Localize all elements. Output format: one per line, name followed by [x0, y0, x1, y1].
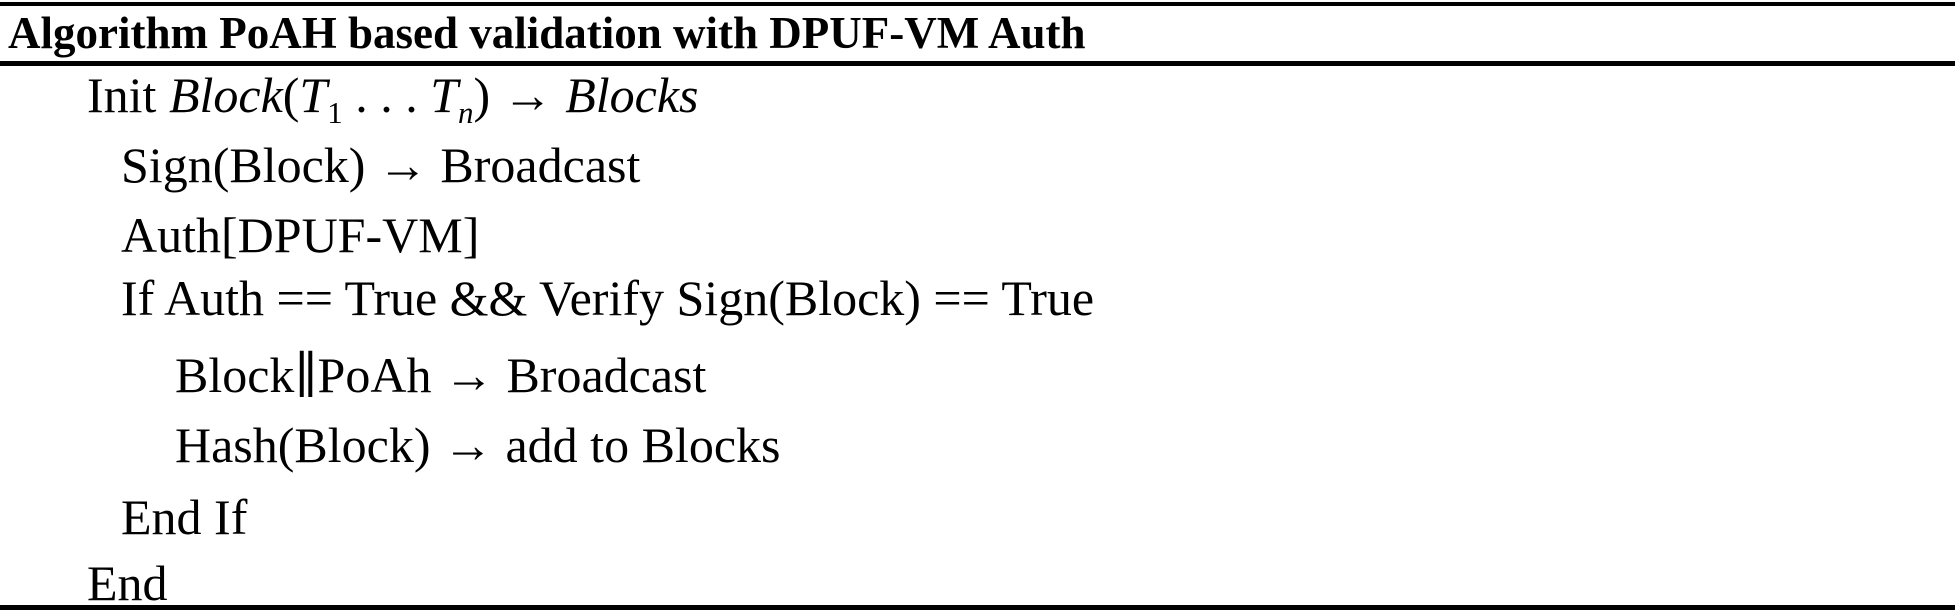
init-tn-subscript: n — [458, 95, 474, 130]
init-ellipsis: . . . — [342, 67, 431, 123]
init-tn-base: T — [430, 67, 459, 123]
init-t1-base: T — [299, 67, 328, 123]
bottom-rule — [0, 605, 1955, 610]
init-fn-name: Block — [168, 67, 283, 123]
code-line-sign-broadcast: Sign(Block) → Broadcast — [121, 137, 641, 193]
code-line-block-poah-broadcast: Block∥PoAh → Broadcast — [175, 347, 707, 403]
init-t1-subscript: 1 — [327, 95, 343, 130]
init-open-paren: ( — [282, 67, 300, 123]
init-target: Blocks — [565, 67, 699, 123]
code-line-if-condition: If Auth == True && Verify Sign(Block) ==… — [121, 270, 1095, 326]
code-line-hash-add-blocks: Hash(Block) → add to Blocks — [175, 417, 781, 473]
algorithm-title: Algorithm PoAH based validation with DPU… — [8, 8, 1086, 58]
title-separator-rule — [0, 61, 1955, 66]
code-line-end-if: End If — [121, 489, 248, 545]
code-line-auth-dpuf-vm: Auth[DPUF-VM] — [121, 207, 480, 263]
code-line-end: End — [87, 555, 168, 611]
init-keyword: Init — [87, 67, 169, 123]
right-arrow-icon: → — [490, 67, 566, 123]
init-close-paren: ) — [473, 67, 491, 123]
top-rule — [0, 2, 1955, 6]
code-line-init: Init Block(T1 . . . Tn) → Blocks — [87, 67, 699, 128]
